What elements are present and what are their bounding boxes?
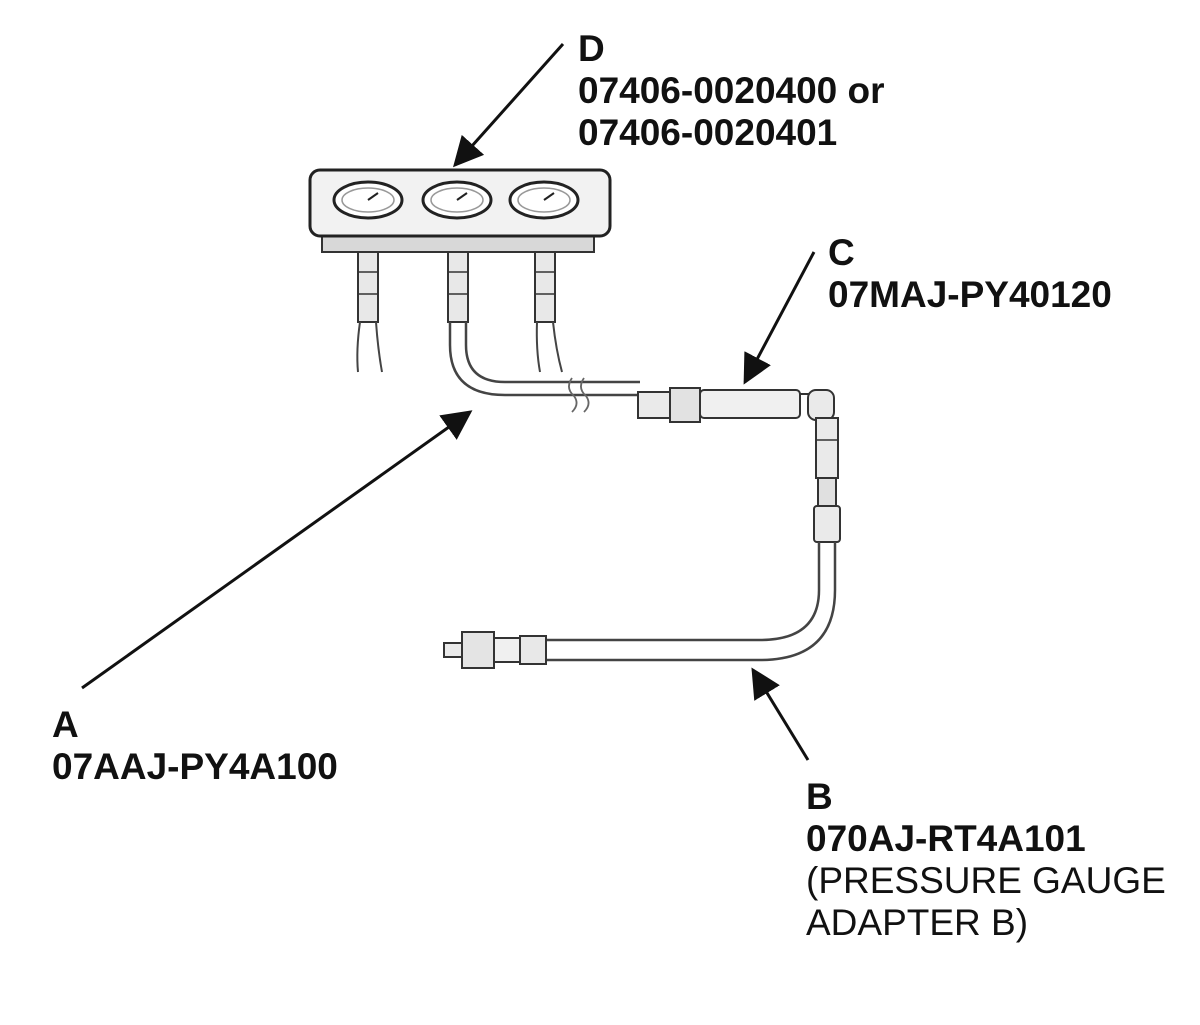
adapter-c xyxy=(637,387,835,423)
arrow-b xyxy=(751,667,810,761)
arrow-c xyxy=(743,251,816,385)
hose-a xyxy=(448,322,640,413)
callout-a-part: 07AAJ-PY4A100 xyxy=(52,746,338,787)
callout-b-letter: B xyxy=(806,776,833,817)
gauge-manifold xyxy=(308,168,612,253)
callout-a: A 07AAJ-PY4A100 xyxy=(52,704,338,788)
callout-d-part-line1: 07406-0020400 or xyxy=(578,70,885,111)
callout-c-part: 07MAJ-PY40120 xyxy=(828,274,1112,315)
callout-a-letter: A xyxy=(52,704,79,745)
side-hoses xyxy=(356,321,563,373)
callout-d-part-line2: 07406-0020401 xyxy=(578,112,838,153)
vertical-fittings xyxy=(813,417,841,543)
callout-d-letter: D xyxy=(578,28,605,69)
pressure-gauge-icon xyxy=(508,180,580,220)
callout-b: B 070AJ-RT4A101 (PRESSURE GAUGE ADAPTER … xyxy=(806,776,1166,944)
callout-c: C 07MAJ-PY40120 xyxy=(828,232,1112,316)
arrow-d xyxy=(453,43,565,168)
callout-b-desc-line2: ADAPTER B) xyxy=(806,902,1029,943)
arrow-a xyxy=(81,410,473,690)
pressure-gauge-adapter-b xyxy=(443,631,547,669)
pressure-gauge-icon xyxy=(332,180,404,220)
manifold-fittings xyxy=(357,251,556,323)
callout-b-part: 070AJ-RT4A101 xyxy=(806,818,1086,859)
callout-d: D 07406-0020400 or 07406-0020401 xyxy=(578,28,885,154)
callout-c-letter: C xyxy=(828,232,855,273)
leader-arrows xyxy=(81,43,816,761)
hose-b xyxy=(545,542,837,662)
callout-b-desc-line1: (PRESSURE GAUGE xyxy=(806,860,1166,901)
pressure-gauge-icon xyxy=(421,180,493,220)
